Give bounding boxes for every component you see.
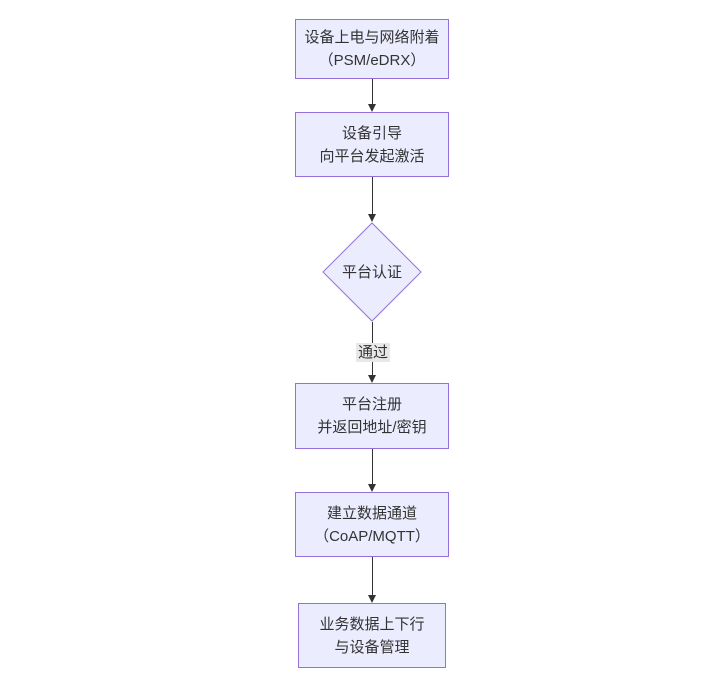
edge-line (372, 79, 373, 107)
flow-node-business-data: 业务数据上下行 与设备管理 (298, 603, 446, 668)
flow-node-device-bootstrap: 设备引导 向平台发起激活 (295, 112, 449, 177)
node-text-line: 并返回地址/密钥 (317, 419, 427, 436)
diamond-shape (322, 222, 422, 322)
node-text-line: （PSM/eDRX） (318, 52, 426, 69)
edge-arrow-b-c (368, 177, 376, 222)
edge-line (372, 557, 373, 598)
arrowhead-icon (368, 214, 376, 222)
node-text-line: 与设备管理 (334, 638, 410, 656)
node-text-line: 向平台发起激活 (319, 147, 425, 165)
node-text-line: 平台注册 (341, 396, 402, 413)
edge-arrow-a-b (368, 79, 376, 112)
arrowhead-icon (368, 595, 376, 603)
node-text-line: 业务数据上下行 (319, 615, 425, 633)
node-text-line: 设备上电与网络附着 (304, 29, 440, 46)
edge-arrow-d-e (368, 449, 376, 492)
arrowhead-icon (368, 104, 376, 112)
edge-label-pass: 通过 (355, 343, 391, 362)
arrowhead-icon (368, 375, 376, 383)
arrowhead-icon (368, 484, 376, 492)
edge-line (372, 449, 373, 487)
flow-node-platform-auth-decision: 平台认证 (322, 222, 422, 322)
flow-node-platform-register: 平台注册 并返回地址/密钥 (295, 383, 449, 449)
node-text-line: 建立数据通道 (326, 504, 417, 522)
edge-line (372, 177, 373, 217)
flow-node-data-channel: 建立数据通道 （CoAP/MQTT） (295, 492, 449, 557)
flow-node-power-network-attach: 设备上电与网络附着 （PSM/eDRX） (295, 19, 449, 79)
edge-arrow-e-f (368, 557, 376, 603)
node-text-line: 平台认证 (341, 263, 402, 281)
node-text-line: （CoAP/MQTT） (314, 527, 430, 545)
node-text-line: 设备引导 (341, 124, 402, 142)
